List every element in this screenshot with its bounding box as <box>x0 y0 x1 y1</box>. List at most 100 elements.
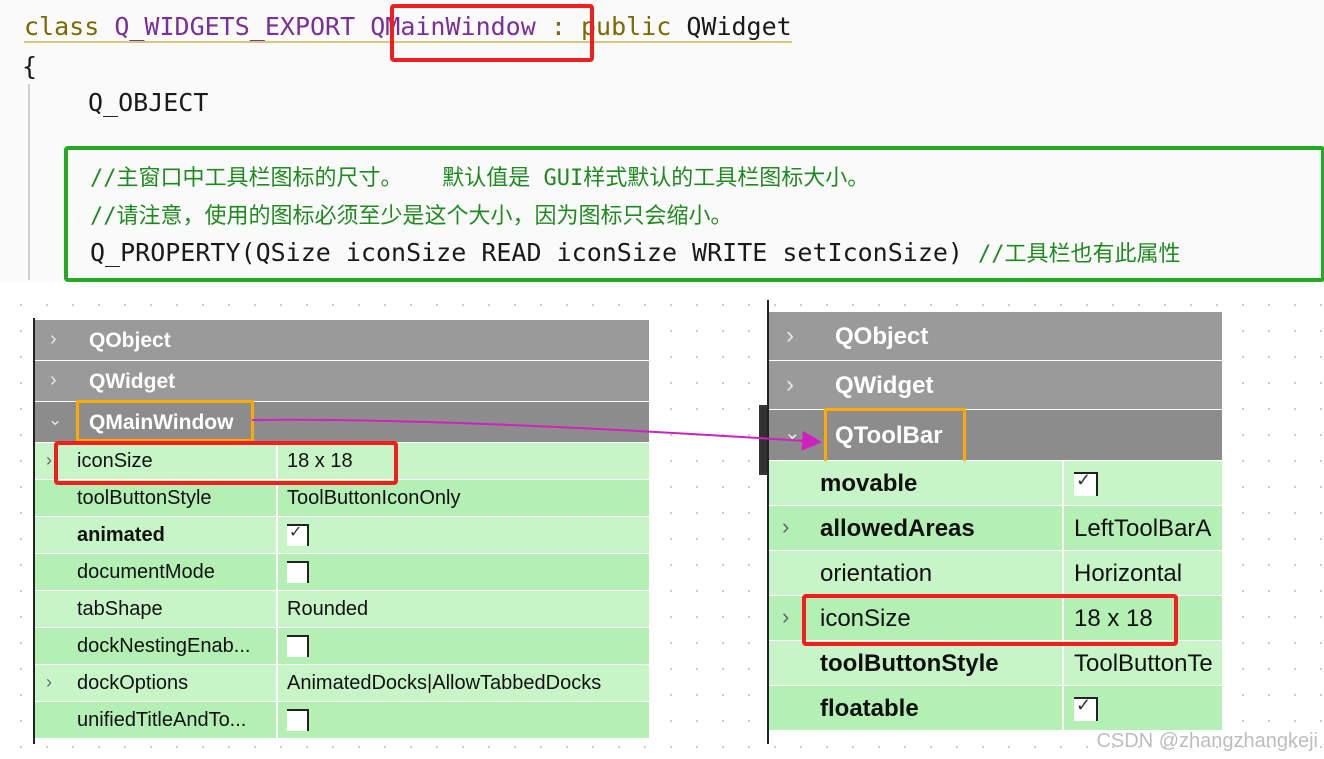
checkbox-checked[interactable] <box>287 524 309 546</box>
base-class: QWidget <box>686 12 792 41</box>
panel-splitter-handle[interactable] <box>759 405 767 475</box>
column-divider <box>276 443 278 479</box>
chevron-right-icon: › <box>46 450 52 470</box>
category-label: QObject <box>89 329 171 352</box>
property-editor-qmainwindow: › QObject › QWidget ⌄ QMainWindow › icon… <box>34 318 649 744</box>
checkbox-unchecked[interactable] <box>287 561 309 583</box>
property-row-toolbuttonstyle[interactable]: toolButtonStyle ToolButtonIconOnly <box>34 480 649 517</box>
property-name: iconSize <box>77 450 153 472</box>
inherit-keyword: : public <box>550 12 672 41</box>
column-divider <box>1062 596 1064 640</box>
qmainwindow-highlight-box <box>76 400 254 442</box>
property-name: allowedAreas <box>820 515 975 542</box>
column-divider <box>276 665 278 701</box>
chevron-right-icon: › <box>786 371 794 398</box>
property-value[interactable]: 18 x 18 <box>1074 605 1153 632</box>
chevron-down-icon: ⌄ <box>48 410 63 429</box>
property-row-toolbuttonstyle[interactable]: toolButtonStyle ToolButtonTe <box>768 641 1222 686</box>
column-divider <box>276 591 278 627</box>
property-row-orientation[interactable]: orientation Horizontal <box>768 551 1222 596</box>
property-row-tabshape[interactable]: tabShape Rounded <box>34 591 649 628</box>
arrow-path <box>251 418 822 451</box>
property-name: dockNestingEnab... <box>77 635 251 657</box>
category-qobject[interactable]: › QObject <box>34 320 649 361</box>
checkbox-unchecked[interactable] <box>287 709 309 731</box>
column-divider <box>1062 641 1064 685</box>
column-divider <box>276 517 278 553</box>
class-declaration-line: class Q_WIDGETS_EXPORT QMainWindow : pub… <box>24 12 792 43</box>
category-qtoolbar[interactable]: ⌄ QToolBar <box>768 410 1222 461</box>
export-macro: Q_WIDGETS_EXPORT <box>114 12 356 41</box>
category-label: QWidget <box>89 370 176 393</box>
property-declaration: Q_PROPERTY(QSize iconSize READ iconSize … <box>90 238 963 267</box>
property-row-documentmode[interactable]: documentMode <box>34 554 649 591</box>
category-qmainwindow[interactable]: ⌄ QMainWindow <box>34 402 649 443</box>
column-divider <box>276 702 278 738</box>
category-qwidget[interactable]: › QWidget <box>34 361 649 402</box>
category-qwidget[interactable]: › QWidget <box>768 361 1222 410</box>
chevron-right-icon: › <box>50 369 57 391</box>
column-divider <box>276 480 278 516</box>
property-name: tabShape <box>77 598 163 620</box>
property-value[interactable]: 18 x 18 <box>287 450 353 472</box>
checkbox-unchecked[interactable] <box>287 635 309 657</box>
property-name: dockOptions <box>77 672 189 694</box>
chevron-right-icon: › <box>50 328 57 350</box>
property-row-iconsize[interactable]: › iconSize 18 x 18 <box>34 443 649 480</box>
property-name: floatable <box>820 695 919 722</box>
chevron-right-icon: › <box>786 322 794 349</box>
column-divider <box>276 628 278 664</box>
category-label: QWidget <box>835 372 934 399</box>
checkmark-icon: ✓ <box>1076 695 1092 715</box>
checkmark-icon: ✓ <box>1076 470 1092 490</box>
iconsize-highlight-box <box>54 441 398 485</box>
column-divider <box>1062 551 1064 595</box>
property-value[interactable]: Rounded <box>287 598 369 620</box>
qobject-macro: Q_OBJECT <box>88 88 209 117</box>
class-name: QMainWindow <box>370 12 536 41</box>
panel-left-border <box>33 318 35 744</box>
category-label: QMainWindow <box>89 411 234 434</box>
column-divider <box>276 554 278 590</box>
iconsize-highlight-box <box>802 594 1178 646</box>
property-name: toolButtonStyle <box>820 650 999 677</box>
property-name: animated <box>77 524 165 546</box>
column-divider <box>1062 506 1064 550</box>
category-qobject[interactable]: › QObject <box>768 312 1222 361</box>
property-name: movable <box>820 470 918 497</box>
property-value[interactable]: Horizontal <box>1074 560 1183 587</box>
column-divider <box>1062 461 1064 505</box>
chevron-right-icon: › <box>782 514 790 539</box>
property-value[interactable]: LeftToolBarA <box>1074 515 1212 542</box>
property-row-unifiedtitle[interactable]: unifiedTitleAndTo... <box>34 702 649 739</box>
property-row-dockoptions[interactable]: › dockOptions AnimatedDocks|AllowTabbedD… <box>34 665 649 702</box>
property-editor-qtoolbar: › QObject › QWidget ⌄ QToolBar movable ✓… <box>768 312 1222 744</box>
property-row-allowedareas[interactable]: › allowedAreas LeftToolBarA <box>768 506 1222 551</box>
panel-left-border <box>767 300 769 744</box>
property-value[interactable]: ToolButtonTe <box>1074 650 1213 677</box>
property-row-iconsize[interactable]: › iconSize 18 x 18 <box>768 596 1222 641</box>
classname-highlight-box <box>390 4 594 62</box>
chevron-down-icon: ⌄ <box>784 422 801 444</box>
property-row-animated[interactable]: animated ✓ <box>34 517 649 554</box>
property-name: toolButtonStyle <box>77 487 212 509</box>
comment-line-2: //请注意，使用的图标必须至少是这个大小，因为图标只会缩小。 <box>90 204 733 229</box>
property-line: Q_PROPERTY(QSize iconSize READ iconSize … <box>90 236 1181 268</box>
category-label: QObject <box>835 323 929 350</box>
checkbox-checked[interactable] <box>1074 697 1098 721</box>
indent-guide <box>28 84 30 280</box>
property-value[interactable]: ToolButtonIconOnly <box>287 487 461 509</box>
property-row-floatable[interactable]: floatable ✓ <box>768 686 1222 731</box>
checkbox-checked[interactable] <box>1074 472 1098 496</box>
chevron-right-icon: › <box>46 672 52 692</box>
property-comment: //工具栏也有此属性 <box>978 242 1181 267</box>
property-value[interactable]: AnimatedDocks|AllowTabbedDocks <box>287 672 602 694</box>
open-brace: { <box>22 52 38 81</box>
property-name: iconSize <box>820 605 911 632</box>
column-divider <box>1062 686 1064 730</box>
property-name: orientation <box>820 560 933 587</box>
property-row-movable[interactable]: movable ✓ <box>768 461 1222 506</box>
property-name: unifiedTitleAndTo... <box>77 709 247 731</box>
property-row-docknesting[interactable]: dockNestingEnab... <box>34 628 649 665</box>
